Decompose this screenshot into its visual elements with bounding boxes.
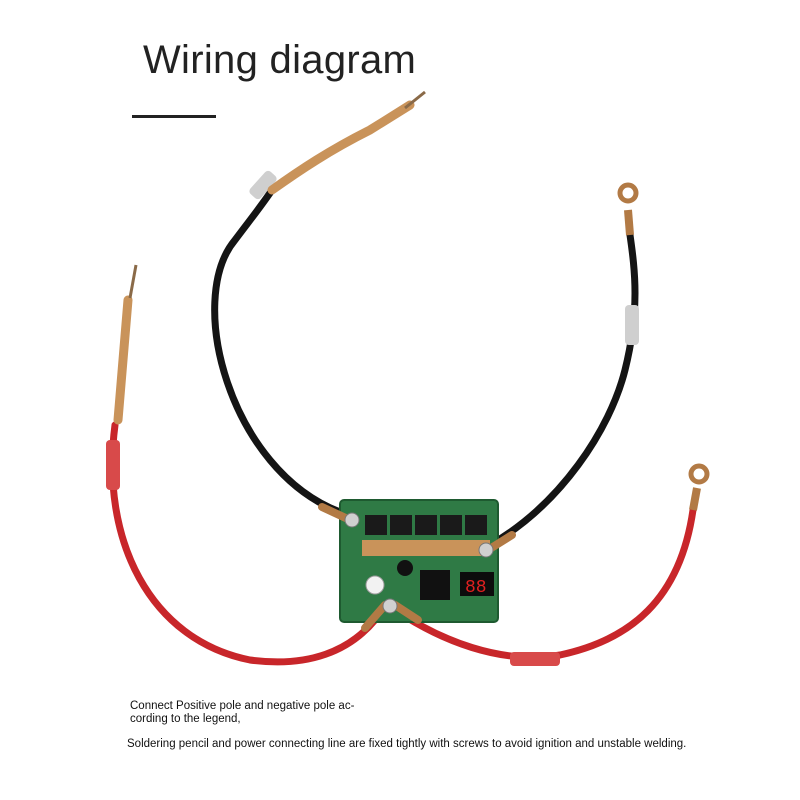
negative-power-cable xyxy=(486,182,639,549)
mosfet xyxy=(440,515,462,535)
mounting-caption: Soldering pencil and power connecting li… xyxy=(127,738,687,750)
cable-label-sleeve xyxy=(106,440,120,490)
positive-pen-copper-tube xyxy=(113,264,138,425)
screw-terminals xyxy=(318,503,516,632)
negative-pen-copper-tube xyxy=(267,90,426,195)
cable-label-sleeve xyxy=(625,305,639,345)
mosfet xyxy=(465,515,487,535)
title-underline xyxy=(132,115,216,118)
screw-terminal xyxy=(478,542,494,558)
cable-label-sleeve xyxy=(249,170,277,200)
copper-bus-bar xyxy=(362,540,490,556)
capacitor xyxy=(365,575,385,595)
spot-welder-control-board: 88 xyxy=(339,499,499,623)
mosfet xyxy=(390,515,412,535)
mosfet xyxy=(365,515,387,535)
positive-pen-cable xyxy=(106,421,379,666)
ring-terminal-icon xyxy=(617,182,639,204)
led-display-readout: 88 xyxy=(465,578,487,598)
cable-label-sleeve xyxy=(510,652,560,666)
screw-terminal xyxy=(344,512,360,528)
screw-terminal xyxy=(382,598,398,614)
polarity-caption: Connect Positive pole and negative pole … xyxy=(130,700,355,725)
negative-pen-cable xyxy=(211,170,344,516)
positive-power-cable xyxy=(391,463,710,666)
buzzer xyxy=(397,560,413,576)
diagram-title: Wiring diagram xyxy=(143,38,417,82)
ring-terminal-icon xyxy=(688,463,710,485)
led-display xyxy=(460,572,494,596)
mosfet xyxy=(415,515,437,535)
microcontroller-chip xyxy=(420,570,450,600)
